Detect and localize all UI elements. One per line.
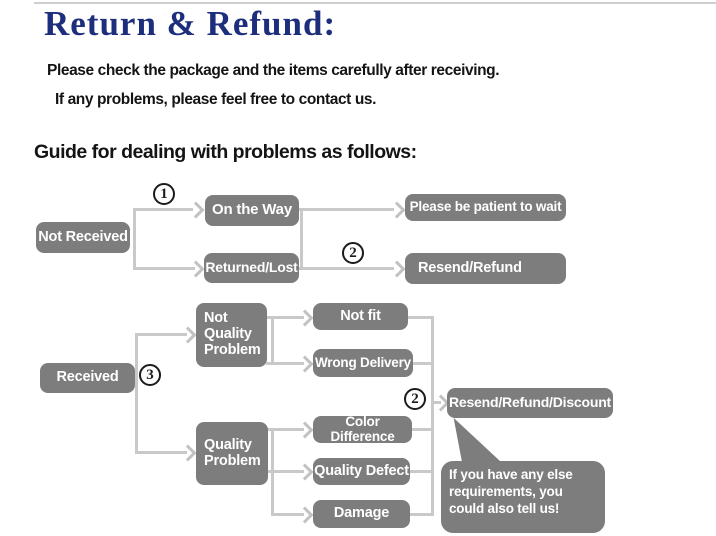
flow-node-wrong-delivery: Wrong Delivery	[313, 349, 413, 377]
flow-node-returned-lost: Returned/Lost	[204, 253, 299, 283]
connector-to-resend-refund	[298, 267, 394, 270]
connector-to-wrong-delivery	[266, 362, 304, 365]
arrow-right-icon	[296, 463, 314, 481]
arrow-right-icon	[187, 260, 205, 278]
arrow-right-icon	[179, 326, 197, 344]
stub-damage	[410, 513, 431, 516]
connector-to-resend-discount	[431, 401, 441, 404]
top-divider	[34, 2, 716, 4]
guide-heading: Guide for dealing with problems as follo…	[34, 141, 417, 163]
connector-collector	[431, 316, 434, 516]
step-circle-2b: 2	[404, 388, 426, 410]
connector-to-quality-defect	[266, 470, 304, 473]
flow-node-received: Received	[40, 363, 135, 393]
connector-to-color-difference	[266, 428, 304, 431]
connector-to-please-wait	[298, 208, 394, 211]
connector-to-not-fit	[266, 316, 304, 319]
flow-node-please-be-patient: Please be patient to wait	[405, 194, 566, 221]
flow-node-not-fit: Not fit	[313, 303, 408, 330]
flow-node-color-difference: Color Difference	[313, 414, 412, 443]
connector-to-returned-lost	[133, 267, 195, 270]
intro-line-1: Please check the package and the items c…	[47, 62, 500, 79]
connector-to-not-quality-problem	[135, 333, 187, 336]
arrow-right-icon	[296, 309, 314, 327]
connector-received-bracket	[135, 333, 138, 453]
arrow-right-icon	[388, 260, 406, 278]
arrow-right-icon	[187, 201, 205, 219]
step-circle-2: 2	[342, 242, 364, 264]
stub-not-fit	[408, 316, 431, 319]
flow-node-on-the-way: On the Way	[205, 195, 299, 226]
step-circle-3: 3	[139, 364, 161, 386]
step-circle-1: 1	[153, 183, 175, 205]
flow-node-quality-problem: Quality Problem	[196, 422, 268, 485]
connector-mid-bracket	[300, 208, 303, 270]
stub-quality-defect	[410, 470, 431, 473]
speech-bubble-note: If you have any else requirements, you c…	[441, 461, 605, 533]
flow-node-not-quality-problem: Not Quality Problem	[196, 303, 267, 367]
flow-node-not-received: Not Received	[36, 222, 130, 253]
stub-color-difference	[412, 428, 431, 431]
flow-node-resend-refund-discount: Resend/Refund/Discount	[447, 388, 613, 418]
flow-node-quality-defect: Quality Defect	[313, 458, 410, 485]
arrow-right-icon	[296, 506, 314, 524]
arrow-right-icon	[296, 421, 314, 439]
flow-node-damage: Damage	[313, 500, 410, 528]
arrow-right-icon	[296, 355, 314, 373]
arrow-right-icon	[388, 201, 406, 219]
stub-wrong-delivery	[411, 362, 431, 365]
connector-to-damage	[271, 513, 304, 516]
connector-to-quality-problem	[135, 451, 187, 454]
connector-nqp-bracket	[271, 316, 274, 365]
flow-node-resend-refund: Resend/Refund	[405, 253, 566, 284]
connector-not-received-bracket	[133, 208, 136, 270]
page-title: Return & Refund:	[44, 4, 337, 43]
speech-bubble-tail	[453, 417, 502, 463]
intro-line-2: If any problems, please feel free to con…	[55, 91, 377, 108]
connector-to-on-the-way	[133, 208, 193, 211]
arrow-right-icon	[179, 444, 197, 462]
